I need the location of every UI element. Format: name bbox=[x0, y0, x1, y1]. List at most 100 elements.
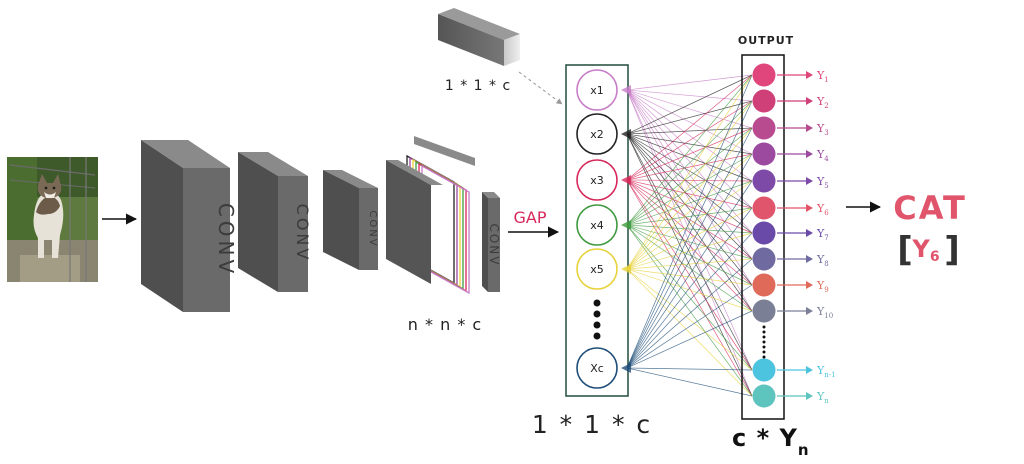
prediction-bracket-open: [ bbox=[897, 230, 913, 270]
connection-line bbox=[626, 100, 753, 135]
connection-line bbox=[626, 127, 753, 270]
output-node-circle bbox=[752, 221, 776, 245]
output-node-arrowhead bbox=[806, 204, 813, 212]
output-node-arrowhead bbox=[806, 229, 813, 237]
output-node-label: Y2 bbox=[816, 95, 829, 110]
feature-maps bbox=[386, 136, 475, 295]
vector-node-label: x4 bbox=[590, 219, 604, 232]
connection-line bbox=[626, 89, 753, 371]
output-node-sub: 2 bbox=[824, 102, 828, 110]
vector-ellipsis bbox=[593, 299, 601, 340]
output-node-label: Y7 bbox=[816, 227, 829, 242]
output-node: Y9 bbox=[752, 273, 829, 297]
connection-line bbox=[626, 74, 753, 270]
output-node-circle bbox=[752, 358, 776, 382]
output-node-sub: 7 bbox=[824, 234, 828, 242]
output-header: OUTPUT bbox=[738, 34, 794, 47]
output-node: Yn-1 bbox=[752, 358, 836, 382]
vector-node-circle bbox=[576, 69, 618, 111]
vector-node-circle bbox=[576, 347, 618, 389]
output-node-label: Y6 bbox=[816, 202, 829, 217]
output-node-circle bbox=[752, 196, 776, 220]
connection-line bbox=[626, 74, 753, 226]
connection-line bbox=[626, 127, 753, 369]
output-node-arrowhead bbox=[806, 150, 813, 158]
output-node-label: Y10 bbox=[816, 305, 833, 320]
output-node-arrowhead bbox=[806, 255, 813, 263]
output-node: Y1 bbox=[752, 63, 829, 87]
connection-line bbox=[626, 179, 753, 312]
pooled-cube-label: 1 * 1 * c bbox=[445, 78, 511, 94]
output-node-circle bbox=[752, 89, 776, 113]
vector-size-label: 1 * 1 * c bbox=[532, 410, 652, 439]
output-node-circle bbox=[752, 63, 776, 87]
cube-to-vector-arrow bbox=[518, 71, 563, 105]
output-node-circle bbox=[752, 384, 776, 408]
prediction-class: Y6 bbox=[911, 235, 939, 265]
output-node-label: Y5 bbox=[816, 175, 829, 190]
connection-line bbox=[626, 133, 753, 312]
output-node-arrowhead bbox=[806, 366, 813, 374]
connection-line bbox=[626, 133, 753, 260]
output-node: Y7 bbox=[752, 221, 829, 245]
vector-node: Xc bbox=[576, 347, 618, 389]
output-node-sub: 10 bbox=[824, 312, 833, 320]
prediction-word: CAT bbox=[893, 189, 967, 227]
connection-line bbox=[626, 89, 753, 234]
connection-line bbox=[626, 133, 753, 286]
vector-box bbox=[565, 64, 629, 397]
vector-node: x3 bbox=[576, 159, 618, 201]
output-node-sub: 1 bbox=[824, 76, 828, 84]
connection-line bbox=[626, 74, 753, 369]
output-size-main: c * Y bbox=[732, 424, 798, 452]
vector-node-label: x3 bbox=[590, 174, 604, 187]
connection-line bbox=[626, 284, 753, 369]
output-node-circle bbox=[752, 247, 776, 271]
conv-block-1-label: CONV bbox=[214, 203, 238, 277]
connection-line bbox=[626, 153, 753, 226]
output-node-label: Y9 bbox=[816, 279, 829, 294]
connection-line bbox=[626, 224, 753, 397]
connection-line bbox=[626, 133, 753, 155]
output-node-sub: 8 bbox=[824, 260, 828, 268]
output-node: Y6 bbox=[752, 196, 829, 220]
connection-line bbox=[626, 179, 753, 234]
vector-node: x2 bbox=[576, 113, 618, 155]
output-node-arrowhead bbox=[806, 392, 813, 400]
conv-block-3-label: CONV bbox=[367, 210, 378, 247]
connection-line bbox=[626, 74, 753, 181]
feature-map-size-label: n * n * c bbox=[408, 315, 482, 334]
connection-line bbox=[626, 89, 753, 102]
connection-line bbox=[626, 232, 753, 369]
connection-line bbox=[626, 207, 753, 226]
connection-line bbox=[626, 224, 753, 260]
conv-block-2-label: CONV bbox=[293, 204, 312, 263]
output-node-label: Yn bbox=[816, 390, 829, 405]
output-node-arrowhead bbox=[806, 97, 813, 105]
connection-line bbox=[626, 89, 753, 260]
connection-line bbox=[626, 224, 753, 234]
connection-line bbox=[626, 100, 753, 369]
connection-line bbox=[626, 268, 753, 371]
connection-line bbox=[626, 207, 753, 270]
connection-line bbox=[626, 367, 753, 397]
connection-line bbox=[626, 133, 753, 371]
connection-line bbox=[626, 127, 753, 181]
output-node-sub: 6 bbox=[824, 209, 829, 217]
connection-line bbox=[626, 153, 753, 369]
output-node: Y4 bbox=[752, 142, 829, 166]
output-node-sub: 3 bbox=[824, 129, 828, 137]
connection-line bbox=[626, 258, 753, 369]
output-node: Y10 bbox=[752, 299, 833, 323]
output-node-sub: 5 bbox=[824, 182, 828, 190]
output-node-arrowhead bbox=[806, 307, 813, 315]
output-node: Y2 bbox=[752, 89, 829, 113]
connection-line bbox=[626, 74, 753, 91]
prediction-class-letter: Y bbox=[911, 235, 930, 263]
connection-line bbox=[626, 310, 753, 369]
output-node: Y8 bbox=[752, 247, 829, 271]
connection-line bbox=[626, 224, 753, 312]
connection-line bbox=[626, 179, 753, 260]
